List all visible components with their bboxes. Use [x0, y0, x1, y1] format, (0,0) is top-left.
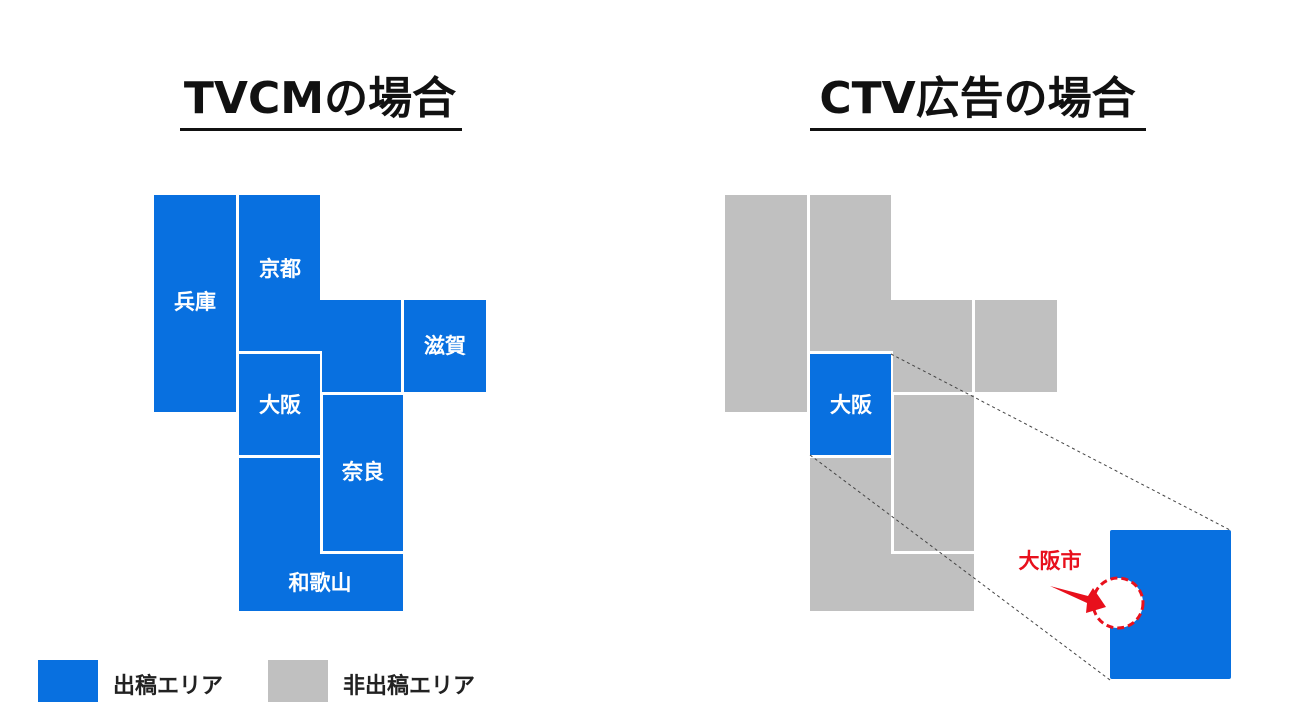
title-ctv-underline: [810, 128, 1146, 131]
region-osaka: [239, 354, 320, 455]
label-osaka: 大阪: [259, 393, 302, 417]
label-osaka-right: 大阪: [830, 393, 873, 417]
region-osaka-aired: [810, 354, 891, 455]
region-shiga: [404, 300, 486, 392]
region-wakayama-gray: [810, 458, 974, 611]
title-tvcm: TVCMの場合: [183, 73, 457, 124]
region-kyoto: [239, 195, 401, 392]
legend-swatch-not-aired: [268, 660, 328, 702]
right-map: 大阪: [725, 195, 1057, 611]
legend-label-aired: 出稿エリア: [113, 674, 224, 699]
left-map: 兵庫 京都 滋賀 大阪 奈良 和歌山: [154, 195, 486, 611]
zoom-line-bottom: [809, 454, 1111, 681]
region-kyoto-gray: [810, 195, 972, 392]
region-nara-gray: [894, 395, 974, 551]
legend-label-not-aired: 非出稿エリア: [343, 674, 476, 699]
osaka-enlarged: [1110, 530, 1231, 679]
legend-swatch-aired: [38, 660, 98, 702]
label-shiga: 滋賀: [424, 334, 466, 358]
zoom-line-top: [890, 353, 1231, 531]
region-hyogo: [154, 195, 236, 412]
label-hyogo: 兵庫: [174, 290, 216, 314]
region-wakayama: [239, 458, 403, 611]
label-osaka-city: 大阪市: [1019, 549, 1082, 573]
title-ctv: CTV広告の場合: [819, 73, 1136, 124]
region-shiga-gray: [975, 300, 1057, 392]
label-kyoto: 京都: [259, 257, 301, 281]
region-hyogo-gray: [725, 195, 807, 412]
label-nara: 奈良: [341, 460, 384, 484]
arrow-icon: [1050, 586, 1106, 613]
title-tvcm-underline: [180, 128, 462, 131]
region-nara: [323, 395, 403, 551]
label-wakayama: 和歌山: [289, 571, 352, 595]
